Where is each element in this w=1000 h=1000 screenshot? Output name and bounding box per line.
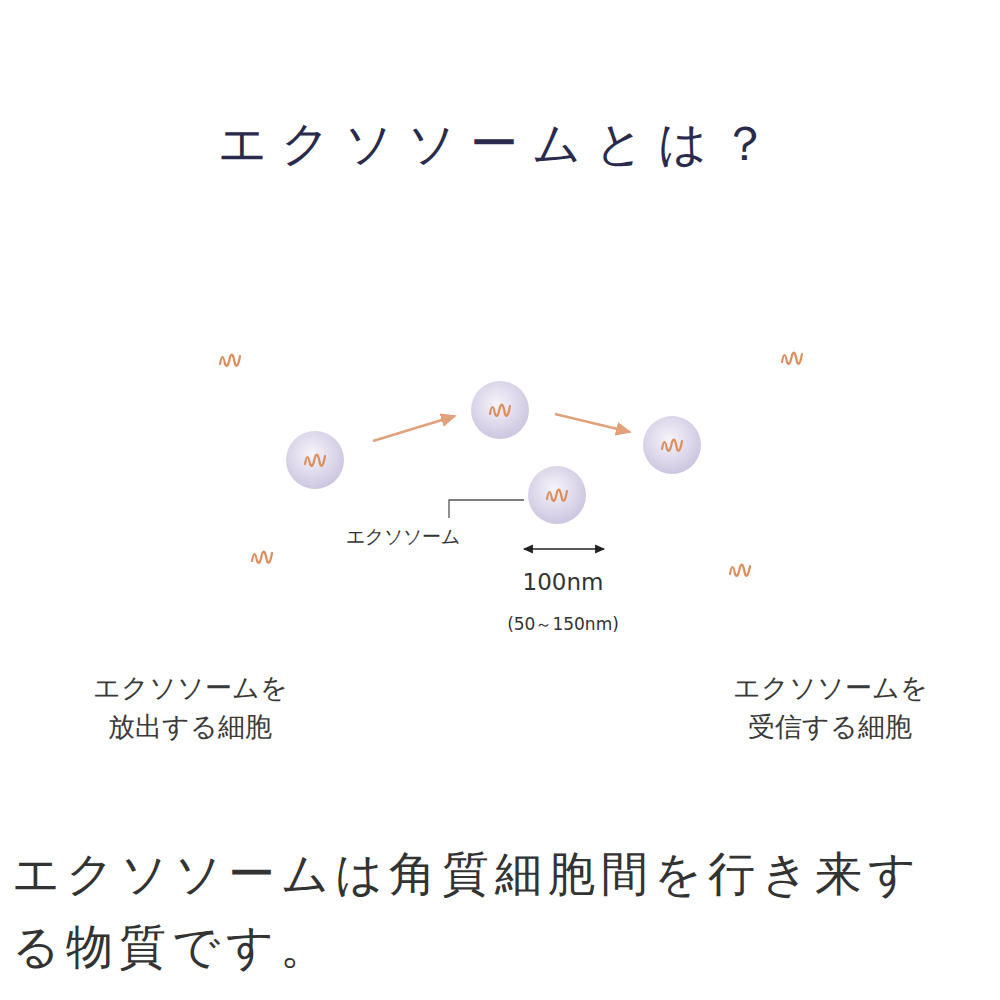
title: エクソソームとは？	[0, 112, 1000, 176]
caption: エクソソームは角質細胞間を行き来する物質です。	[12, 838, 972, 984]
leader-line	[449, 500, 524, 518]
dimension-arrow	[524, 548, 604, 550]
cell-label: エクソソームを 受信する細胞	[715, 668, 945, 746]
rna-mark	[252, 552, 272, 563]
exosome	[471, 381, 529, 439]
dimension-label: 100nm	[523, 569, 604, 595]
dimension-label: (50～150nm)	[507, 613, 619, 636]
rna-mark	[730, 565, 750, 576]
cell-label: エクソソームを 放出する細胞	[75, 668, 305, 746]
nucleus	[770, 400, 910, 540]
movement-arrow	[555, 414, 630, 432]
cell: エクソソームを 受信する細胞	[620, 280, 1000, 754]
nucleus	[102, 400, 242, 540]
rna-mark	[220, 355, 240, 366]
exosome	[286, 431, 344, 489]
cell-body	[0, 295, 347, 645]
exosome	[528, 466, 586, 524]
rna-mark	[782, 353, 802, 364]
cell-body	[665, 295, 1000, 645]
part-label: エクソソーム	[346, 524, 460, 550]
movement-arrow	[373, 416, 455, 441]
exosome	[643, 416, 701, 474]
cell: エクソソームを 放出する細胞	[0, 280, 380, 754]
